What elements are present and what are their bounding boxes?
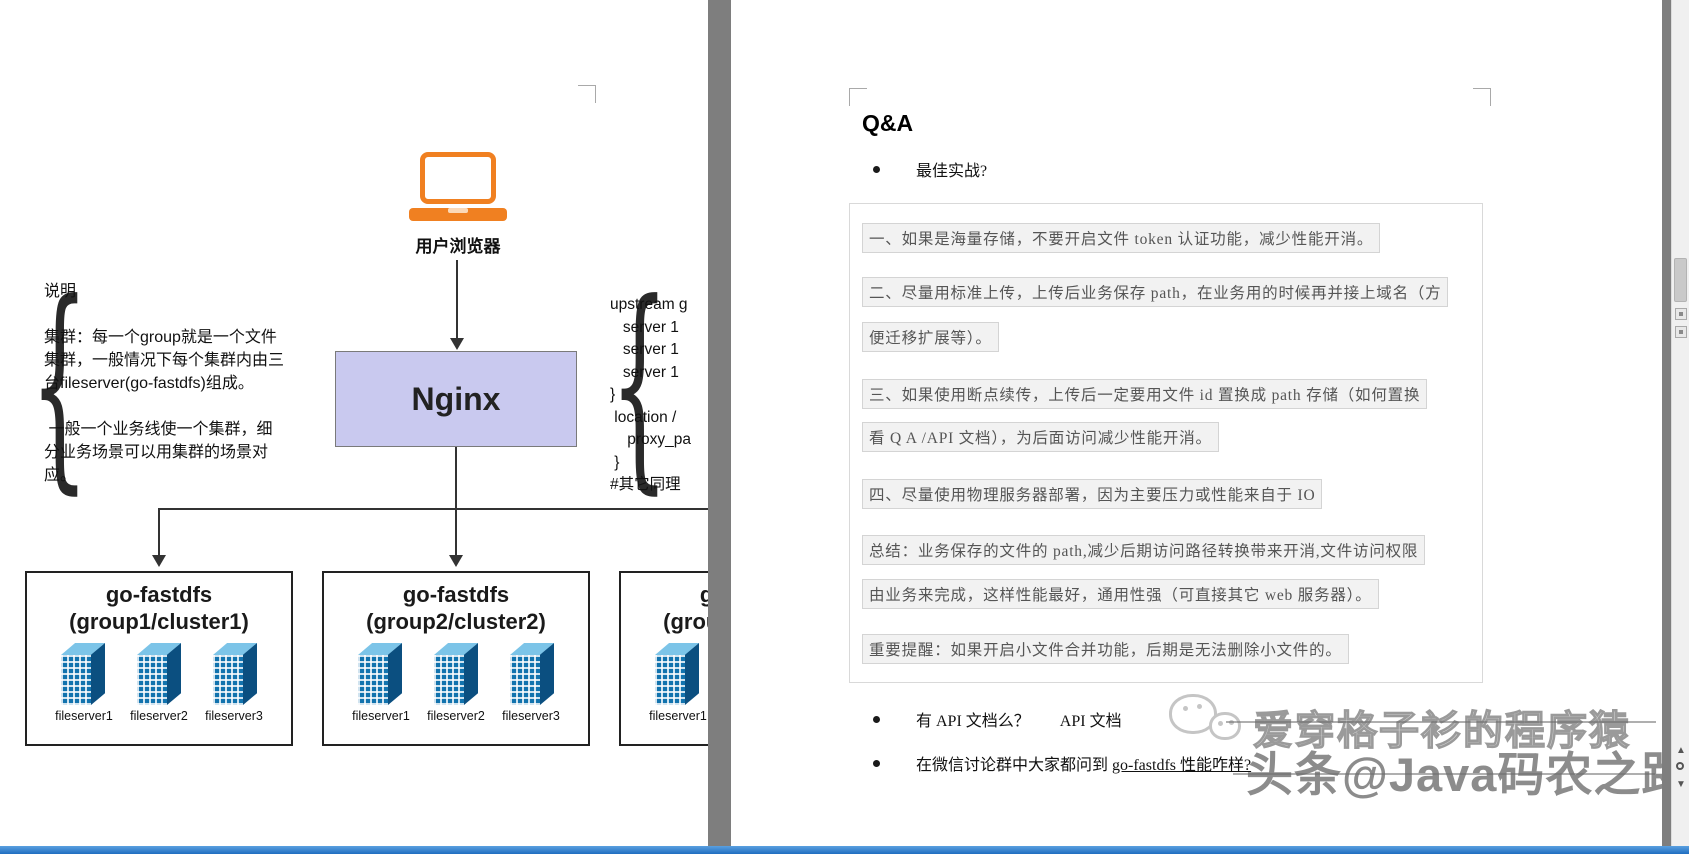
bullet-dot xyxy=(873,166,880,173)
fileserver-label: fileserver1 xyxy=(352,709,410,723)
server-tower-icon xyxy=(213,643,257,705)
qa-heading: Q&A xyxy=(862,110,914,136)
config-line: location / xyxy=(610,408,677,426)
note-line: 集群，一般情况下每个集群内由三 xyxy=(44,352,285,369)
server-tower-icon xyxy=(358,643,402,705)
cluster-subtitle: (group3/cluster3) xyxy=(663,609,708,634)
bullet-item-best-practice: 最佳实战? xyxy=(916,163,988,180)
page-right: Q&A 最佳实战? 一、如果是海量存储，不要开启文件 token 认证功能，减少… xyxy=(731,0,1662,846)
cluster-title: go-fastdfs xyxy=(402,582,510,607)
laptop-notch xyxy=(448,208,468,213)
watermark-text-1: 爱穿格子衫的程序猿 xyxy=(1252,708,1631,753)
config-line: proxy_pa xyxy=(610,431,691,448)
fileserver-label: fileserver2 xyxy=(427,709,485,723)
performance-link[interactable]: go-fastdfs 性能咋样? xyxy=(1112,757,1252,774)
scrollbar-thumb[interactable] xyxy=(1674,258,1687,302)
browse-object-button[interactable] xyxy=(1676,762,1684,770)
margin-corner-mark xyxy=(849,88,867,106)
config-line: server 1 xyxy=(610,341,679,358)
cluster-subtitle: (group1/cluster1) xyxy=(69,609,249,634)
scrollbar-split-button[interactable] xyxy=(1675,308,1687,320)
wechat-icon xyxy=(1169,686,1251,750)
wechat-bubble-small xyxy=(1209,712,1241,740)
config-line: } xyxy=(610,453,620,471)
arrow-head-down xyxy=(450,338,464,350)
server-tower-icon xyxy=(434,643,478,705)
arrow-head-down xyxy=(152,555,166,567)
config-line: upstream g xyxy=(610,296,688,313)
margin-corner-mark xyxy=(1473,88,1491,106)
config-line: } xyxy=(610,386,616,403)
api-doc-question: 有 API 文档么？ xyxy=(916,713,1030,730)
config-line: server 1 xyxy=(610,363,679,381)
cluster-box-2: go-fastdfs (group2/cluster2) fileserver1… xyxy=(322,571,590,746)
connector-line xyxy=(455,447,457,509)
note-line xyxy=(44,303,332,326)
cluster-note: 说明 集群：每一个group就是一个文件 集群，一般情况下每个集群内由三 台fi… xyxy=(44,280,332,487)
previous-page-button[interactable]: ▲ xyxy=(1676,745,1686,756)
performance-question: 在微信讨论群中大家都问到 xyxy=(916,757,1113,774)
qa-line: 三、如果使用断点续传，上传后一定要用文件 id 置换成 path 存储（如何置换 xyxy=(862,379,1428,409)
fileserver-label: fileserver3 xyxy=(205,709,263,723)
watermark-strike-line xyxy=(1233,773,1655,775)
watermark-text-2: 头条@Java码农之路 xyxy=(1246,748,1662,801)
note-line: 台fileserver(go-fastdfs)组成。 xyxy=(44,375,254,392)
vertical-scrollbar[interactable]: ▲ ▼ xyxy=(1671,0,1689,846)
qa-line: 便迁移扩展等）。 xyxy=(862,322,999,352)
cluster-subtitle: (group2/cluster2) xyxy=(366,609,546,634)
page-left: 用户浏览器 Nginx { 说明 集群：每一个group就是一个文件 集群，一般… xyxy=(0,0,708,846)
fileserver-label: fileserver2 xyxy=(130,709,188,723)
config-line: server 1 xyxy=(610,318,679,336)
server-tower-icon xyxy=(137,643,181,705)
note-line: 分业务场景可以用集群的场景对 xyxy=(44,444,269,461)
arrow-line xyxy=(456,260,458,338)
next-page-button[interactable]: ▼ xyxy=(1676,779,1686,790)
qa-line: 一、如果是海量存储，不要开启文件 token 认证功能，减少性能开消。 xyxy=(862,223,1381,253)
cluster-title: go-fastdfs xyxy=(105,582,213,607)
connector-line xyxy=(455,508,457,556)
note-line xyxy=(44,395,332,418)
qa-line: 看 Q A /API 文档），为后面访问减少性能开消。 xyxy=(862,422,1219,452)
scrollbar-split-button[interactable] xyxy=(1675,326,1687,338)
qa-line: 总结：业务保存的文件的 path,减少后期访问路径转换带来开消,文件访问权限 xyxy=(862,535,1426,565)
wechat-bubble-big xyxy=(1169,694,1217,734)
cluster-title: go-fastdfs xyxy=(699,582,708,607)
bullet-item-api-doc: 有 API 文档么？ API 文档 xyxy=(916,707,1122,731)
nginx-config-snippet: upstream g server 1 server 1 server 1 } … xyxy=(610,294,708,497)
qa-answer-box: 一、如果是海量存储，不要开启文件 token 认证功能，减少性能开消。 二、尽量… xyxy=(849,203,1483,683)
note-line: 说明 xyxy=(44,283,77,300)
right-brace: { xyxy=(610,254,669,514)
laptop-icon xyxy=(420,152,496,204)
qa-line: 二、尽量用标准上传，上传后业务保存 path，在业务用的时候再并接上域名（方 xyxy=(862,277,1449,307)
arrow-head-down xyxy=(449,555,463,567)
bullet-item-performance: 在微信讨论群中大家都问到 go-fastdfs 性能咋样? xyxy=(916,751,1251,775)
qa-line: 四、尽量使用物理服务器部署，因为主要压力或性能来自于 IO xyxy=(862,479,1323,509)
bullet-dot xyxy=(873,716,880,723)
note-line: 一般一个业务线使一个集群，细 xyxy=(44,421,273,438)
server-tower-icon xyxy=(655,643,699,705)
connector-line xyxy=(158,508,160,556)
config-line: #其它同理 xyxy=(610,476,681,493)
qa-line: 重要提醒：如果开启小文件合并功能，后期是无法删除小文件的。 xyxy=(862,634,1349,664)
nginx-node: Nginx xyxy=(335,351,577,447)
cluster-box-3: go-fastdfs (group3/cluster3) fileserver1… xyxy=(619,571,708,746)
fileserver-label: fileserver1 xyxy=(649,709,707,723)
laptop-base-icon xyxy=(409,208,507,221)
server-tower-icon xyxy=(510,643,554,705)
server-tower-icon xyxy=(61,643,105,705)
fileserver-label: fileserver1 xyxy=(55,709,113,723)
api-doc-link[interactable]: API 文档 xyxy=(1059,713,1122,730)
note-line: 集群：每一个group就是一个文件 xyxy=(44,329,277,346)
left-brace: { xyxy=(30,254,89,514)
watermark-strike-line xyxy=(1226,721,1656,723)
window-bottom-edge xyxy=(0,846,1689,854)
qa-line: 由业务来完成，这样性能最好，通用性强（可直接其它 web 服务器）。 xyxy=(862,579,1379,609)
cluster-box-1: go-fastdfs (group1/cluster1) fileserver1… xyxy=(25,571,293,746)
bullet-dot xyxy=(873,760,880,767)
margin-corner-mark xyxy=(578,85,596,103)
note-line: 应。 xyxy=(44,467,77,484)
connector-line xyxy=(158,508,708,510)
fileserver-label: fileserver3 xyxy=(502,709,560,723)
browser-label: 用户浏览器 xyxy=(415,237,501,256)
